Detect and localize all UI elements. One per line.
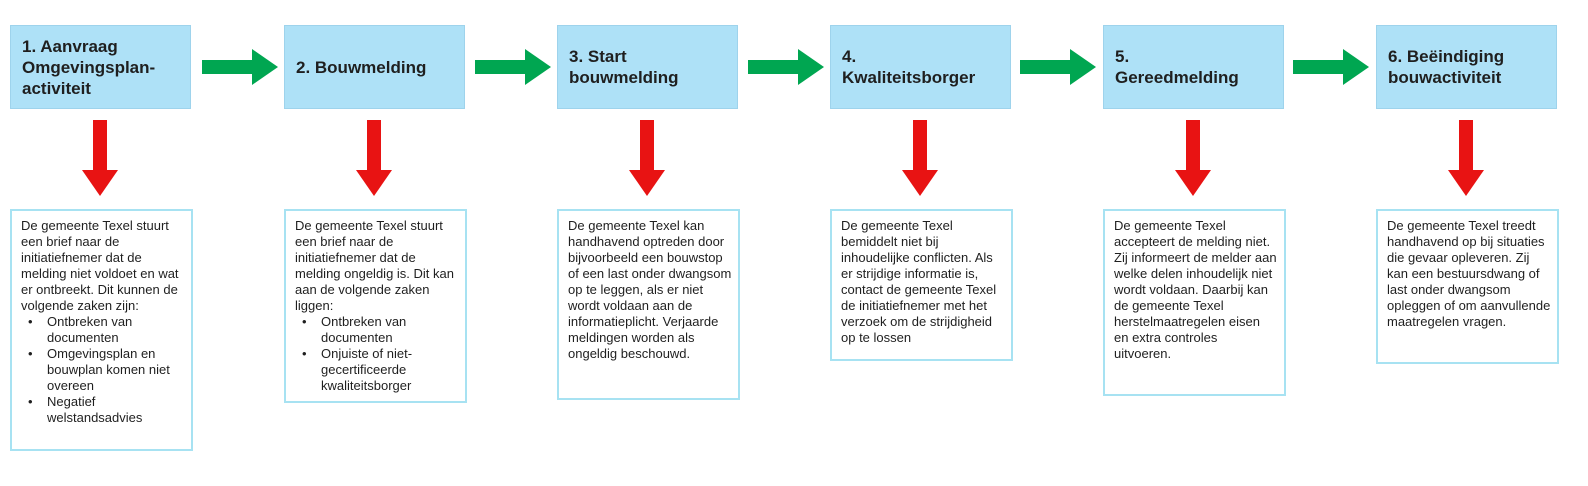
arrow-down-icon — [629, 120, 665, 196]
detail-bullets: Ontbreken van documenten Omgevingsplan e… — [21, 314, 185, 426]
detail-text: De gemeente Texel treedt handhavend op b… — [1387, 218, 1551, 329]
step-detail-2: De gemeente Texel stuurt een brief naar … — [284, 209, 467, 403]
detail-text: De gemeente Texel accepteert de melding … — [1114, 218, 1277, 361]
step-detail-5: De gemeente Texel accepteert de melding … — [1103, 209, 1286, 396]
bullet-item: Ontbreken van documenten — [295, 314, 459, 346]
detail-bullets: Ontbreken van documenten Onjuiste of nie… — [295, 314, 459, 394]
detail-text: De gemeente Texel stuurt een brief naar … — [295, 218, 454, 313]
arrow-right-icon — [1293, 49, 1369, 85]
arrow-down-icon — [1175, 120, 1211, 196]
arrow-right-icon — [475, 49, 551, 85]
step-header-6-label: 6. Beëindiging bouwactiviteit — [1388, 47, 1505, 87]
arrow-down-icon — [1448, 120, 1484, 196]
step-header-3: 3. Start bouwmelding — [557, 25, 738, 109]
step-header-2-label: 2. Bouwmelding — [296, 57, 427, 77]
bullet-item: Ontbreken van documenten — [21, 314, 185, 346]
step-detail-4: De gemeente Texel bemiddelt niet bij inh… — [830, 209, 1013, 361]
step-detail-6: De gemeente Texel treedt handhavend op b… — [1376, 209, 1559, 364]
step-header-2: 2. Bouwmelding — [284, 25, 465, 109]
bullet-item: Negatief welstandsadvies — [21, 394, 185, 426]
arrow-down-icon — [82, 120, 118, 196]
step-detail-3: De gemeente Texel kan handhavend optrede… — [557, 209, 740, 400]
bullet-item: Onjuiste of niet-gecertificeerde kwalite… — [295, 346, 459, 394]
step-header-4-label: 4. Kwaliteitsborger — [842, 47, 976, 87]
step-header-1: 1. Aanvraag Omgevingsplan- activiteit — [10, 25, 191, 109]
arrow-down-icon — [356, 120, 392, 196]
step-header-3-label: 3. Start bouwmelding — [569, 47, 679, 87]
step-header-1-label: 1. Aanvraag Omgevingsplan- activiteit — [22, 36, 156, 98]
step-header-5: 5. Gereedmelding — [1103, 25, 1284, 109]
detail-text: De gemeente Texel stuurt een brief naar … — [21, 218, 179, 313]
arrow-right-icon — [1020, 49, 1096, 85]
arrow-right-icon — [748, 49, 824, 85]
step-header-6: 6. Beëindiging bouwactiviteit — [1376, 25, 1557, 109]
arrow-right-icon — [202, 49, 278, 85]
bullet-item: Omgevingsplan en bouwplan komen niet ove… — [21, 346, 185, 394]
arrow-down-icon — [902, 120, 938, 196]
detail-text: De gemeente Texel bemiddelt niet bij inh… — [841, 218, 997, 345]
step-detail-1: De gemeente Texel stuurt een brief naar … — [10, 209, 193, 451]
step-header-5-label: 5. Gereedmelding — [1115, 47, 1239, 87]
step-header-4: 4. Kwaliteitsborger — [830, 25, 1011, 109]
detail-text: De gemeente Texel kan handhavend optrede… — [568, 218, 732, 361]
